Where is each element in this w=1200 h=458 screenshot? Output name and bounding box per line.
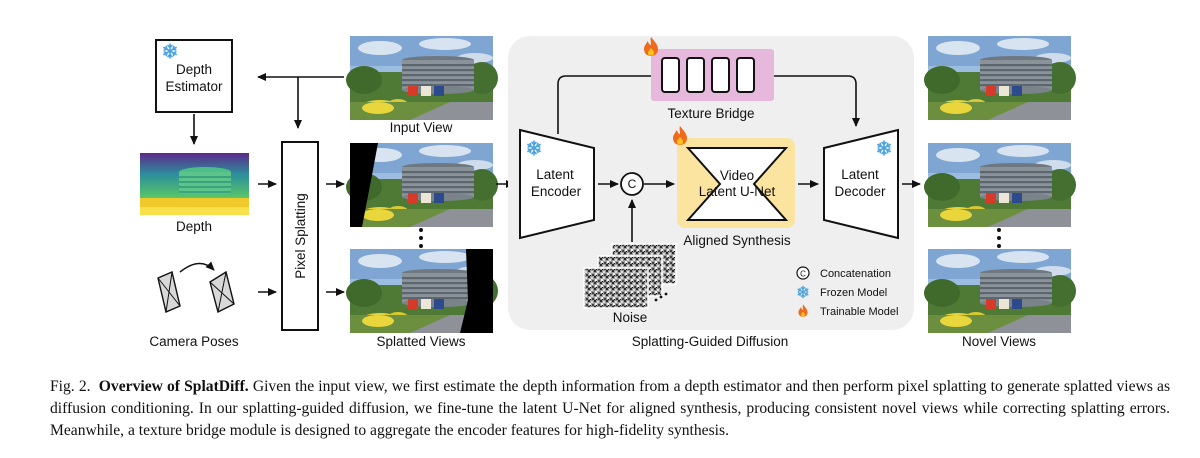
legend-concatenation: Concatenation <box>820 268 891 280</box>
video-unet-shape <box>685 147 789 221</box>
depth-estimator-label-2: Estimator <box>165 79 223 94</box>
novel-view-2-image <box>924 249 1076 333</box>
legend-concat-symbol: C <box>800 270 806 279</box>
camera-motion-arrow <box>179 261 215 273</box>
splatting-guided-diffusion-label: Splatting-Guided Diffusion <box>632 334 789 349</box>
depth-estimator-label-1: Depth <box>176 62 212 77</box>
video-unet-label-1: Video <box>720 168 754 183</box>
concat-icon <box>620 172 644 196</box>
arrow-encoder-to-bridge <box>557 75 651 134</box>
depth-map <box>140 153 249 215</box>
input-view-label: Input View <box>390 120 453 135</box>
pixel-splatting-box <box>281 141 319 331</box>
splatted-view-2-image <box>346 249 498 333</box>
concat-symbol: C <box>628 177 637 191</box>
camera-pose-left-icon <box>157 271 181 313</box>
ellipsis-dots-novel <box>997 228 1001 248</box>
latent-encoder-label-1: Latent <box>536 167 574 182</box>
texture-bridge-label: Texture Bridge <box>667 106 754 121</box>
arrow-bridge-to-decoder <box>774 75 860 127</box>
caption-fig-label: Fig. 2. <box>50 378 91 395</box>
novel-views-label: Novel Views <box>962 334 1036 349</box>
legend: C Concatenation Frozen Model Trainable M… <box>796 266 898 318</box>
overview-diagram: Depth Estimator Depth Camera Poses <box>140 36 1076 349</box>
concat-icon <box>796 266 810 280</box>
latent-encoder-shape <box>519 128 595 240</box>
caption-body: Given the input view, we first estimate … <box>50 378 1171 439</box>
caption-title: Overview of SplatDiff. <box>98 378 249 395</box>
input-view-image <box>346 36 498 120</box>
noise-label: Noise <box>613 310 648 325</box>
latent-decoder-label-2: Decoder <box>834 184 886 199</box>
latent-decoder-shape <box>823 128 899 240</box>
legend-frozen: Frozen Model <box>820 287 887 299</box>
legend-trainable: Trainable Model <box>820 306 898 318</box>
texture-bridge-cells <box>661 57 755 93</box>
latent-decoder-label-1: Latent <box>841 167 879 182</box>
camera-pose-right-icon <box>209 270 235 314</box>
camera-poses-label: Camera Poses <box>149 334 239 349</box>
depth-label: Depth <box>176 219 212 234</box>
ellipsis-dots-splatted <box>419 228 423 248</box>
noise-stack <box>583 243 677 309</box>
splatted-views-label: Splatted Views <box>376 334 465 349</box>
figure-caption: Fig. 2. Overview of SplatDiff. Given the… <box>50 376 1170 442</box>
novel-view-1-image <box>924 143 1076 227</box>
latent-encoder-label-2: Encoder <box>531 184 582 199</box>
aligned-synthesis-label: Aligned Synthesis <box>683 233 791 248</box>
pixel-splatting-label: Pixel Splatting <box>293 193 308 279</box>
novel-view-top-image <box>924 36 1076 120</box>
video-unet-label-2: Latent U-Net <box>699 184 776 199</box>
splatted-view-1-image <box>346 143 498 227</box>
